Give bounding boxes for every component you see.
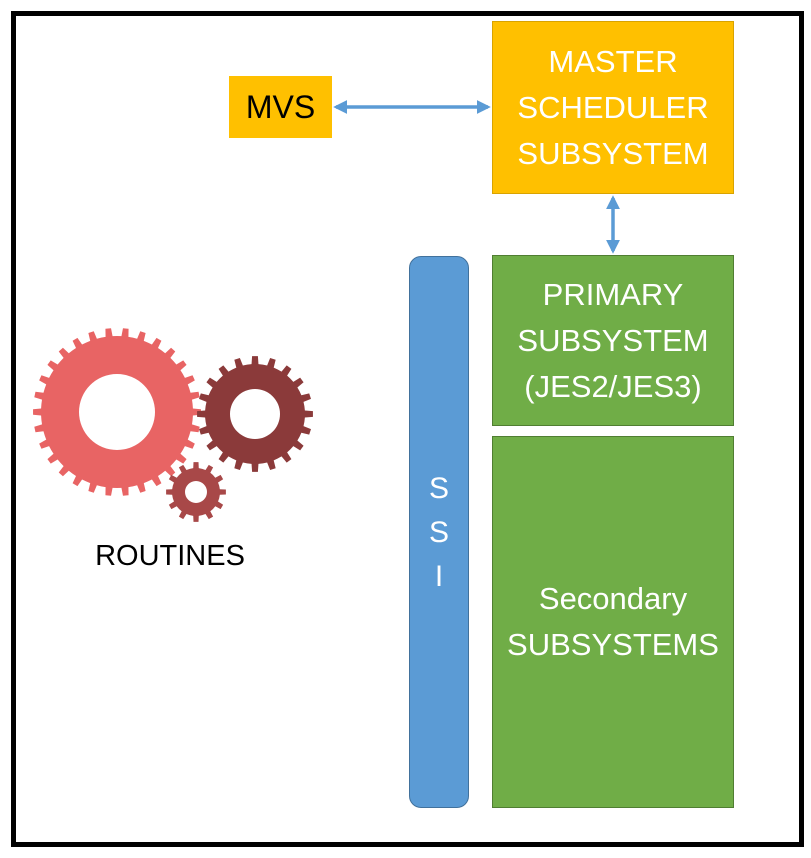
dark-gear-icon — [197, 356, 313, 472]
secondary-line-2: SUBSYSTEMS — [507, 627, 719, 662]
routines-label: ROUTINES — [95, 540, 245, 572]
ssi-letter-2: S — [428, 516, 449, 549]
primary-line-2: SUBSYSTEM — [517, 322, 709, 358]
master-scheduler-subsystem-box: MASTER SCHEDULER SUBSYSTEM — [492, 21, 734, 194]
ssi-letter-3: I — [434, 560, 444, 593]
secondary-subsystems-box: Secondary SUBSYSTEMS — [492, 436, 734, 808]
primary-subsystem-box: PRIMARY SUBSYSTEM (JES2/JES3) — [492, 255, 734, 426]
master-line-2: SCHEDULER — [517, 89, 709, 125]
master-line-3: SUBSYSTEM — [517, 135, 709, 171]
large-gear-icon — [33, 328, 201, 496]
ssi-letter-1: S — [428, 472, 449, 505]
primary-line-3: (JES2/JES3) — [524, 368, 702, 404]
primary-line-1: PRIMARY — [542, 276, 684, 312]
small-gear-icon — [166, 462, 226, 522]
ssi-bar: S S I — [409, 256, 469, 808]
secondary-line-1: Secondary — [538, 581, 688, 616]
mvs-label: MVS — [245, 89, 316, 125]
master-line-1: MASTER — [548, 43, 678, 79]
gears-icon — [33, 328, 313, 522]
mvs-box: MVS — [229, 76, 332, 138]
